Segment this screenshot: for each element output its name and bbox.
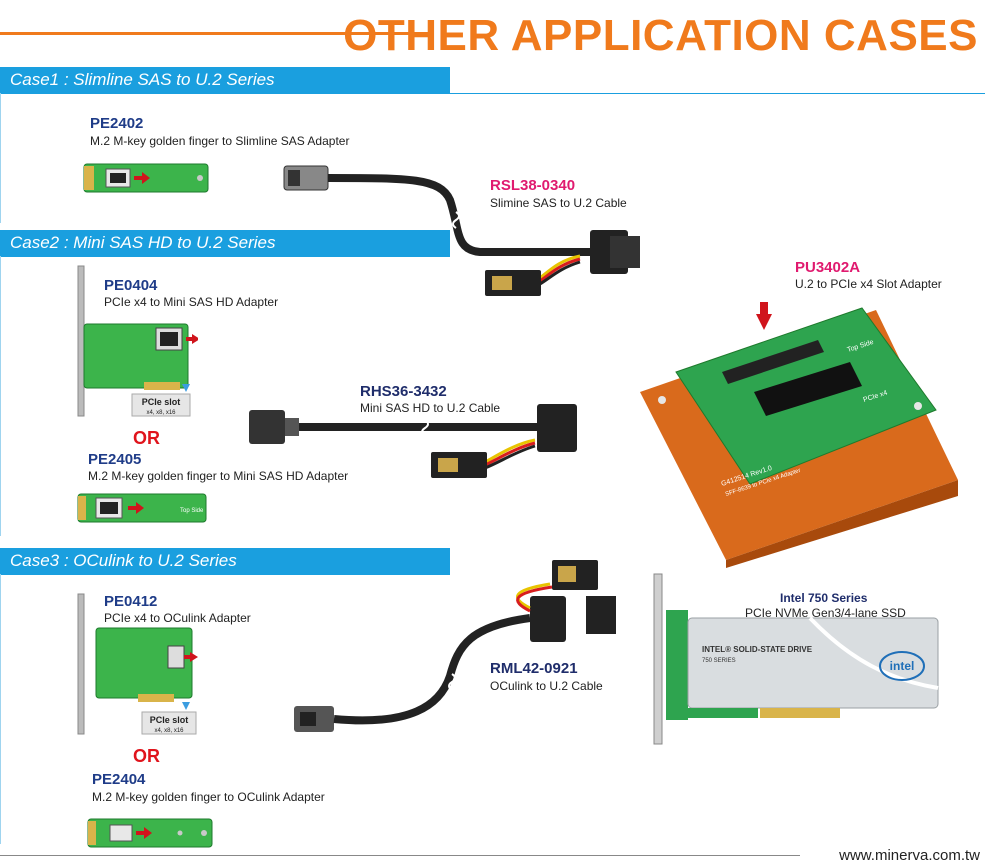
case3-rule	[0, 574, 450, 575]
rml42-name: RML42-0921	[490, 660, 578, 677]
pu3402a-board-image: Top Side PCIe x4 G412514 Rev1.0 SFF-8639…	[640, 302, 958, 568]
pe2405-desc: M.2 M-key golden finger to Mini SAS HD A…	[88, 469, 349, 483]
intel-desc: PCIe NVMe Gen3/4-lane SSD	[745, 606, 906, 620]
arrow-right-icon	[186, 334, 198, 344]
case1-rule	[0, 93, 985, 94]
or-label-1: OR	[133, 428, 160, 448]
pe2404-name: PE2404	[92, 771, 146, 788]
case1-side	[0, 93, 1, 223]
cable-break-icon	[421, 419, 429, 437]
ssd-line2: 750 SERIES	[702, 658, 736, 664]
pe2404-desc: M.2 M-key golden finger to OCulink Adapt…	[92, 790, 325, 804]
cable-break-icon	[452, 211, 460, 229]
arrow-right-icon	[136, 827, 152, 839]
pe0412-name: PE0412	[104, 593, 158, 610]
arrow-right-icon	[128, 502, 144, 514]
rhs36-name: RHS36-3432	[360, 383, 447, 400]
case2-header: Case2 : Mini SAS HD to U.2 Series	[0, 230, 450, 256]
arrow-down-icon	[182, 384, 190, 392]
cable-break-icon	[448, 673, 456, 691]
pe2405-top-side: Top Side	[180, 508, 204, 514]
pe0412-desc: PCIe x4 to OCulink Adapter	[104, 611, 251, 625]
rsl38-name: RSL38-0340	[490, 177, 576, 194]
pe2405-name: PE2405	[88, 451, 142, 468]
pe2402-card-image	[83, 163, 209, 193]
rml42-desc: OCulink to U.2 Cable	[490, 679, 603, 693]
arrow-down-icon	[756, 302, 772, 330]
case3-side	[0, 574, 1, 844]
pcie-slot-title-1: PCIe slot	[142, 397, 181, 407]
footer-divider	[0, 855, 800, 856]
arrow-right-icon	[184, 652, 198, 662]
rsl38-cable-image	[283, 165, 640, 296]
rhs36-desc: Mini SAS HD to U.2 Cable	[360, 401, 501, 415]
case1-header: Case1 : Slimline SAS to U.2 Series	[0, 67, 450, 93]
pe0404-name: PE0404	[104, 277, 158, 294]
title-divider	[0, 32, 412, 35]
pcie-slot-title-2: PCIe slot	[150, 715, 189, 725]
pcie-slot-sub-2: x4, x8, x16	[154, 728, 184, 734]
intel-ssd-image: INTEL® SOLID-STATE DRIVE 750 SERIES inte…	[653, 573, 939, 745]
or-label-2: OR	[133, 746, 160, 766]
page-title: OTHER APPLICATION CASES	[343, 11, 978, 60]
ssd-line1: INTEL® SOLID-STATE DRIVE	[702, 645, 813, 654]
case2-side	[0, 256, 1, 536]
arrow-down-icon	[182, 702, 190, 710]
intel-logo-icon	[879, 651, 925, 681]
pu3402a-desc: U.2 to PCIe x4 Slot Adapter	[795, 277, 942, 291]
pe0404-card-image: PCIe slot x4, x8, x16	[77, 265, 198, 417]
arrow-right-icon	[134, 172, 150, 184]
footer-url[interactable]: www.minerva.com.tw	[839, 847, 980, 864]
pe2404-card-image	[87, 818, 213, 848]
intel-name: Intel 750 Series	[780, 591, 868, 605]
pe0404-desc: PCIe x4 to Mini SAS HD Adapter	[104, 295, 279, 309]
case2-rule	[0, 256, 450, 257]
rhs36-cable-image	[249, 404, 577, 478]
pe0412-card-image: PCIe slot x4, x8, x16	[77, 593, 198, 735]
intel-logo-text: intel	[890, 659, 915, 673]
pu3402a-name: PU3402A	[795, 259, 861, 276]
rsl38-desc: Slimine SAS to U.2 Cable	[490, 196, 627, 210]
pcie-slot-sub-1: x4, x8, x16	[146, 410, 176, 416]
pe2402-desc: M.2 M-key golden finger to Slimline SAS …	[90, 134, 350, 148]
case3-header: Case3 : OCulink to U.2 Series	[0, 548, 450, 574]
pe2405-card-image: Top Side	[77, 493, 207, 523]
pe2402-name: PE2402	[90, 115, 144, 132]
rml42-cable-image	[294, 560, 616, 732]
